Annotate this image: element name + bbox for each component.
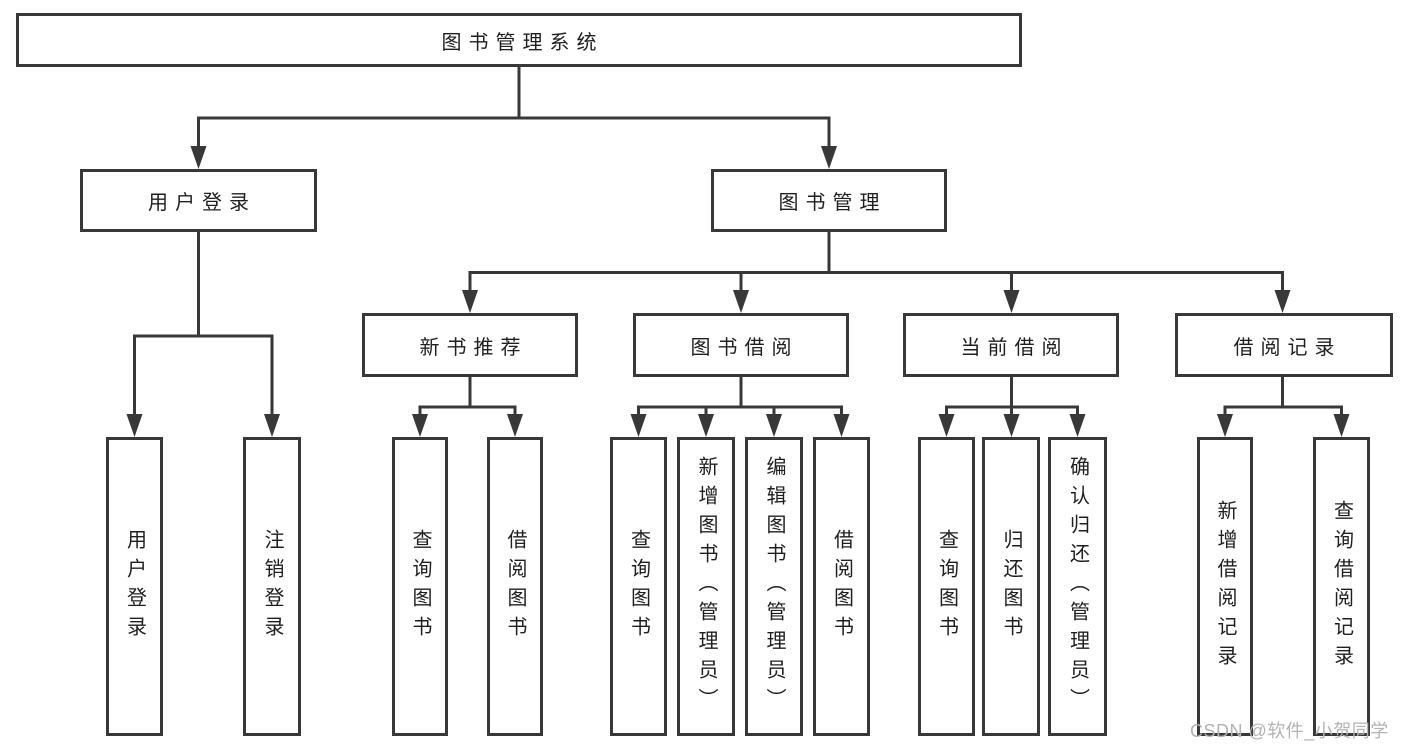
- node-borrowing-records: 借阅记录: [1175, 313, 1393, 377]
- leaf-records-add-record: 新增借阅记录: [1197, 437, 1253, 736]
- leaf-newbook-borrow-books: 借阅图书: [487, 437, 543, 736]
- node-user-login: 用户登录: [80, 169, 317, 232]
- arrowhead: [462, 290, 478, 313]
- leaf-newbook-query-books: 查询图书: [392, 437, 448, 736]
- leaf-borrow-borrow-books: 借阅图书: [813, 437, 870, 736]
- leaf-current-query-books-label: 查询图书: [935, 528, 958, 645]
- arrowhead: [833, 414, 850, 437]
- connector-borrow-bar: [637, 405, 843, 416]
- arrowhead: [126, 414, 143, 437]
- arrowhead: [1069, 414, 1086, 437]
- connector-userlogin-bar: [133, 334, 274, 416]
- leaf-borrow-borrow-books-label: 借阅图书: [830, 528, 853, 645]
- arrowhead: [1003, 414, 1020, 437]
- connector-level3-bar: [468, 271, 1284, 292]
- node-borrowing-records-label: 借阅记录: [1233, 336, 1342, 359]
- leaf-current-query-books: 查询图书: [918, 437, 975, 736]
- node-book-management-label: 图书管理: [778, 192, 887, 214]
- leaf-borrow-add-books-admin: 新增图书（管理员）: [677, 437, 735, 736]
- node-library-system: 图书管理系统: [16, 13, 1022, 67]
- connector-newbook-bar: [418, 405, 517, 416]
- csdn-watermark: CSDN @软件_小贺同学: [1190, 721, 1389, 741]
- connector-records-bar: [1223, 405, 1343, 416]
- node-user-login-label: 用户登录: [148, 192, 256, 214]
- arrowhead: [733, 290, 749, 313]
- leaf-logout-label: 注销登录: [261, 528, 283, 645]
- arrowhead: [1333, 414, 1350, 437]
- leaf-newbook-query-books-label: 查询图书: [409, 528, 431, 645]
- leaf-logout: 注销登录: [243, 437, 301, 736]
- arrowhead: [1274, 290, 1291, 313]
- arrowhead: [630, 414, 647, 437]
- arrowhead: [190, 146, 207, 169]
- leaf-borrow-edit-books-admin: 编辑图书（管理员）: [745, 437, 803, 736]
- node-book-management: 图书管理: [711, 169, 947, 232]
- leaf-borrow-edit-books-admin-label: 编辑图书（管理员）: [763, 456, 785, 717]
- leaf-records-add-record-label: 新增借阅记录: [1214, 499, 1236, 674]
- arrowhead: [507, 414, 523, 437]
- connector-level2-bar: [197, 116, 831, 146]
- node-new-book-recommend-label: 新书推荐: [419, 336, 528, 359]
- arrowhead: [1003, 290, 1020, 313]
- leaf-user-login-label: 用户登录: [123, 528, 146, 645]
- leaf-borrow-query-books: 查询图书: [610, 437, 667, 736]
- node-new-book-recommend: 新书推荐: [362, 313, 578, 377]
- node-book-borrowing: 图书借阅: [633, 313, 849, 377]
- arrowhead: [412, 414, 428, 437]
- node-book-borrowing-label: 图书借阅: [690, 336, 799, 359]
- leaf-current-return-books-label: 归还图书: [1000, 528, 1022, 645]
- node-current-borrowing: 当前借阅: [903, 313, 1119, 377]
- arrowhead: [264, 414, 280, 437]
- arrowhead: [698, 414, 714, 437]
- leaf-borrow-query-books-label: 查询图书: [627, 528, 650, 645]
- leaf-borrow-add-books-admin-label: 新增图书（管理员）: [695, 456, 717, 717]
- leaf-current-confirm-return-admin: 确认归还（管理员）: [1048, 437, 1107, 736]
- leaf-current-confirm-return-admin-label: 确认归还（管理员）: [1066, 456, 1089, 717]
- arrowhead: [938, 414, 955, 437]
- leaf-records-query-record: 查询借阅记录: [1313, 437, 1370, 736]
- node-current-borrowing-label: 当前借阅: [960, 336, 1069, 359]
- arrowhead: [1217, 414, 1233, 437]
- leaf-current-return-books: 归还图书: [982, 437, 1040, 736]
- arrowhead: [766, 414, 782, 437]
- leaf-user-login: 用户登录: [106, 437, 163, 736]
- leaf-records-query-record-label: 查询借阅记录: [1330, 499, 1353, 674]
- arrowhead: [821, 146, 837, 169]
- leaf-newbook-borrow-books-label: 借阅图书: [504, 528, 526, 645]
- node-library-system-label: 图书管理系统: [441, 31, 604, 54]
